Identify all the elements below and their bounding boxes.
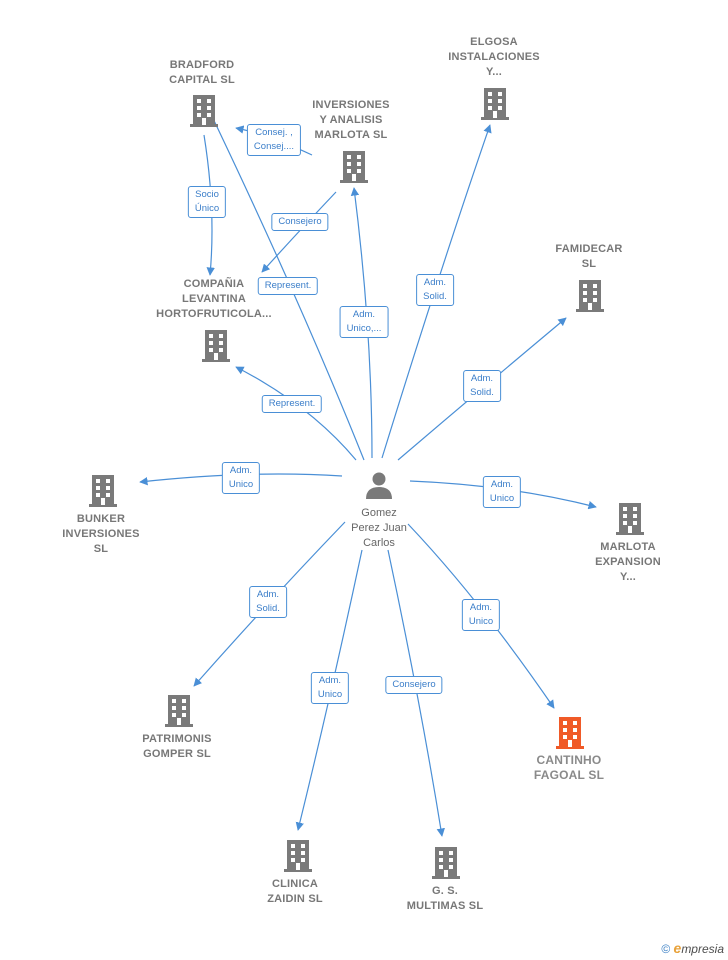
building-icon bbox=[481, 88, 509, 120]
edge-label-clinica: Adm. Unico bbox=[310, 672, 350, 704]
edge-consejero-inv bbox=[261, 191, 337, 273]
edge-label-patrimonis: Adm. Solid. bbox=[249, 586, 287, 618]
company-label-marlota: MARLOTA EXPANSION Y... bbox=[595, 541, 661, 583]
company-label-bradford: BRADFORD CAPITAL SL bbox=[169, 59, 235, 86]
building-icon bbox=[576, 280, 604, 312]
edge-label-elgosa: Adm. Solid. bbox=[416, 274, 454, 306]
edge-label-gs: Consejero bbox=[385, 676, 443, 694]
footer-brand[interactable]: © empresia bbox=[661, 940, 724, 956]
building-icon bbox=[202, 330, 230, 362]
building-icon-highlight bbox=[556, 717, 584, 749]
person-icon bbox=[366, 472, 392, 499]
edge-label-marlota: Adm. Unico bbox=[482, 476, 522, 508]
company-label-famidecar: FAMIDECAR SL bbox=[555, 243, 623, 270]
edge-label-bunker: Adm. Unico bbox=[221, 462, 261, 494]
edge-represent-2 bbox=[235, 366, 357, 461]
edge-label-represent-1: Represent. bbox=[257, 277, 319, 295]
company-label-patrimonis: PATRIMONIS GOMPER SL bbox=[142, 733, 212, 760]
copyright-symbol: © bbox=[661, 942, 671, 956]
building-icon bbox=[432, 847, 460, 879]
edge-gs bbox=[387, 549, 445, 837]
edge-label-represent-2: Represent. bbox=[261, 395, 323, 413]
person-label: Gomez Perez Juan Carlos bbox=[351, 507, 407, 549]
building-icon bbox=[616, 503, 644, 535]
edge-label-socio: Socio Único bbox=[187, 186, 227, 218]
edge-label-consejero-inv: Consejero bbox=[271, 213, 329, 231]
company-label-compania: COMPAÑIA LEVANTINA HORTOFRUTICOLA... bbox=[156, 278, 272, 320]
building-icon bbox=[340, 151, 368, 183]
building-icon bbox=[284, 840, 312, 872]
building-icon bbox=[190, 95, 218, 127]
edge-label-inversiones: Adm. Unico,... bbox=[339, 306, 389, 338]
edge-label-bradford: Consej. , Consej.... bbox=[246, 124, 302, 156]
brand-name: mpresia bbox=[681, 942, 724, 956]
company-label-elgosa: ELGOSA INSTALACIONES Y... bbox=[448, 36, 540, 78]
company-label-clinica: CLINICA ZAIDIN SL bbox=[267, 878, 323, 905]
company-label-cantinho: CANTINHO FAGOAL SL bbox=[533, 753, 605, 782]
building-icon bbox=[165, 695, 193, 727]
edge-label-cantinho: Adm. Unico bbox=[461, 599, 501, 631]
company-label-bunker: BUNKER INVERSIONES SL bbox=[62, 513, 140, 555]
company-label-gs: G. S. MULTIMAS SL bbox=[406, 885, 484, 912]
edge-label-famidecar: Adm. Solid. bbox=[463, 370, 501, 402]
brand-initial: e bbox=[673, 940, 682, 956]
building-icon bbox=[89, 475, 117, 507]
company-label-inversiones: INVERSIONES Y ANALISIS MARLOTA SL bbox=[312, 99, 390, 141]
